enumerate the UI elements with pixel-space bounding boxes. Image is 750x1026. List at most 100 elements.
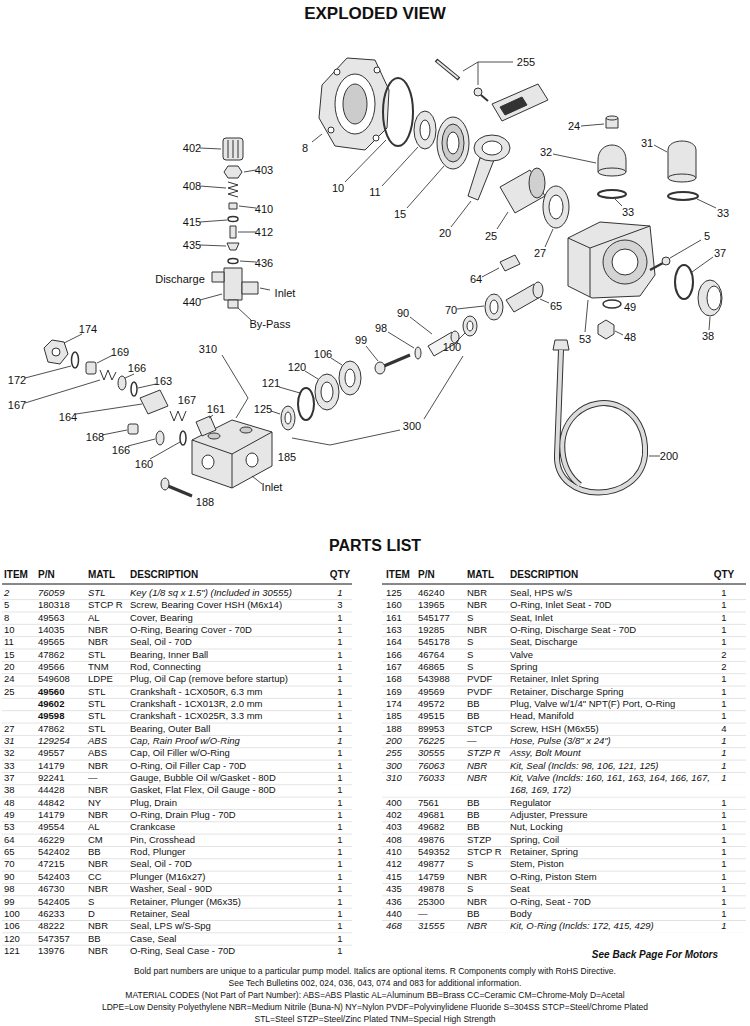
table-cell: Kit, O-Ring (Inclds: 172, 415, 429)	[510, 920, 654, 932]
table-cell: NBR	[88, 624, 108, 636]
table-cell: 1	[337, 858, 342, 870]
table-cell: Spring, Coil	[510, 834, 559, 846]
table-cell: Pin, Crosshead	[130, 834, 195, 846]
callout-number: 20	[439, 227, 451, 240]
table-cell: 14179	[38, 760, 64, 772]
table-cell: NBR	[467, 599, 487, 611]
table-cell: 47215	[38, 858, 64, 870]
table-cell: 30555	[418, 747, 444, 759]
table-cell: CM	[88, 834, 103, 846]
table-cell: 164	[386, 636, 402, 648]
table-cell: 47862	[38, 723, 64, 735]
table-cell: 440	[386, 908, 402, 920]
table-cell: 47862	[38, 649, 64, 661]
table-cell: 1	[721, 883, 726, 895]
callout-number: 174	[79, 323, 97, 336]
callout-number: 65	[550, 300, 562, 313]
table-cell: Retainer, Discharge Spring	[510, 686, 624, 698]
table-cell: STL	[88, 649, 105, 661]
callout-number: 120	[288, 361, 306, 374]
table-cell: 90	[4, 871, 15, 883]
table-cell: 76033	[418, 772, 444, 784]
callout-number: 98	[375, 322, 387, 335]
table-cell: 125	[386, 587, 402, 599]
table-cell: 1	[337, 612, 342, 624]
table-cell: 64	[4, 834, 15, 846]
table-cell: Plug, Drain	[130, 797, 177, 809]
callout-number: 408	[183, 180, 201, 193]
table-cell: 49876	[418, 834, 444, 846]
table-cell: Bearing, Outer Ball	[130, 723, 210, 735]
table-cell: 400	[386, 797, 402, 809]
table-cell: 168	[386, 673, 402, 685]
table-cell: 49563	[38, 612, 64, 624]
table-cell: Cover, Bearing	[130, 612, 193, 624]
section-heading: PARTS LIST	[329, 537, 421, 555]
table-cell: 1	[337, 735, 342, 747]
table-cell: STL	[88, 686, 105, 698]
table-cell: 1	[721, 710, 726, 722]
table-cell: 49	[4, 809, 15, 821]
table-cell: 49560	[38, 686, 64, 698]
table-cell: 2	[721, 661, 726, 673]
table-cell: 1	[337, 723, 342, 735]
table-cell: Adjuster, Pressure	[510, 809, 588, 821]
table-cell: NBR	[88, 760, 108, 772]
table-cell: Plunger (M16x27)	[130, 871, 206, 883]
callout-number: 169	[111, 346, 129, 359]
table-cell: 1	[337, 587, 342, 599]
table-cell: Hose, Pulse (3/8" x 24")	[510, 735, 611, 747]
callout-number: 163	[154, 375, 172, 388]
table-cell: 38	[4, 784, 15, 796]
table-cell: CC	[88, 871, 102, 883]
table-header: QTY	[330, 569, 351, 581]
table-cell: 1	[721, 686, 726, 698]
table-cell: 106	[4, 920, 20, 932]
table-header: P/N	[418, 569, 435, 581]
table-cell: BB	[467, 698, 480, 710]
table-cell: 1	[337, 920, 342, 932]
table-cell: NBR	[88, 858, 108, 870]
callout-number: 440	[183, 296, 201, 309]
table-cell: 1	[337, 649, 342, 661]
table-cell: 1	[721, 908, 726, 920]
table-cell: 44842	[38, 797, 64, 809]
table-cell: 1	[337, 636, 342, 648]
table-cell: 174	[386, 698, 402, 710]
table-cell: 32	[4, 747, 15, 759]
callout-number: 167	[8, 399, 26, 412]
table-cell: 1	[337, 932, 342, 944]
callout-number: 90	[397, 307, 409, 320]
table-cell: Crankcase	[130, 821, 175, 833]
callout-number: 255	[517, 56, 535, 69]
table-cell: PVDF	[467, 673, 492, 685]
table-cell: 49515	[418, 710, 444, 722]
table-cell: STZP	[467, 834, 491, 846]
table-cell: 542403	[38, 871, 70, 883]
table-cell: NY	[88, 797, 101, 809]
table-cell: NBR	[88, 945, 108, 957]
port-label: Inlet	[262, 481, 283, 494]
table-cell: 49569	[418, 686, 444, 698]
table-cell: D	[88, 908, 95, 920]
table-cell: 2	[721, 649, 726, 661]
callout-number: 164	[59, 411, 77, 424]
table-cell: 549608	[38, 673, 70, 685]
table-cell: S	[467, 858, 473, 870]
table-header: P/N	[38, 569, 55, 581]
table-cell: 14035	[38, 624, 64, 636]
table-cell: 1	[721, 698, 726, 710]
table-cell: 15	[4, 649, 15, 661]
table-cell: NBR	[467, 772, 487, 784]
callout-number: 99	[355, 334, 367, 347]
table-cell: 33	[4, 760, 15, 772]
table-cell: Spring	[510, 661, 537, 673]
callout-number: 48	[624, 331, 636, 344]
callout-number: 166	[112, 444, 130, 457]
table-cell: 410	[386, 846, 402, 858]
callout-number: 25	[485, 230, 497, 243]
callout-number: 161	[207, 403, 225, 416]
table-cell: 1	[721, 797, 726, 809]
leader-lines	[25, 62, 716, 484]
